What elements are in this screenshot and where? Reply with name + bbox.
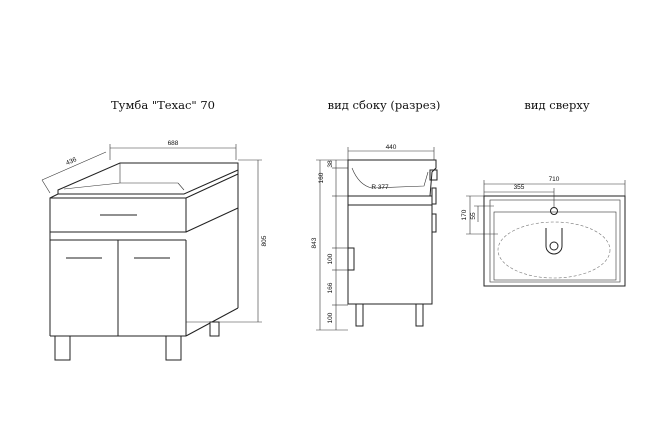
drawer-top-left (49, 193, 59, 199)
basin-height-label: 160 (318, 172, 325, 183)
drawer-front-edge (431, 187, 437, 205)
side-view-title: вид сбоку (разрез) (328, 98, 441, 112)
top-depth-label: 170 (461, 209, 468, 220)
rim-label: 38 (327, 160, 334, 168)
detail-label: R 377 (371, 184, 389, 191)
basin-section (347, 159, 437, 197)
drain-depth-label: 55 (470, 212, 477, 220)
door-front-edge (431, 213, 437, 233)
front-view-title: Тумба "Техас" 70 (111, 98, 215, 112)
front-left-leg (54, 335, 71, 361)
back-right-leg (209, 321, 220, 337)
top-outer-rect (483, 195, 626, 287)
drawer-front-label: 100 (327, 253, 334, 264)
door-gap-label: 166 (327, 282, 334, 293)
total-height-label: 843 (311, 237, 318, 248)
side-cabinet-body (347, 195, 433, 305)
faucet-hole (550, 207, 558, 215)
side-depth-label: 440 (386, 144, 397, 151)
countertop-rim (57, 162, 239, 195)
front-height-label: 805 (261, 235, 268, 246)
overflow-slot (545, 228, 563, 255)
side-drawer-box (348, 247, 355, 271)
basin-bowl-outline (497, 221, 611, 279)
basin-inner-front (63, 182, 121, 190)
drain-offset-label: 355 (514, 184, 525, 191)
front-view-cabinet: 688 436 805 (41, 140, 268, 361)
top-inner-rect (489, 199, 621, 283)
basin-front-lip (429, 169, 438, 181)
depth-dimension-tick (41, 179, 51, 194)
depth-dimension-line (41, 151, 107, 181)
front-right-leg (165, 335, 182, 361)
drawer-side-bottom (185, 207, 239, 233)
drain-hole (549, 241, 559, 251)
drawer-front (49, 197, 187, 233)
top-width-label: 710 (549, 176, 560, 183)
top-bowl-frame (493, 211, 617, 281)
top-view: 710 355 170 55 (461, 176, 626, 287)
side-view-section: 440 843 38 160 100 166 100 R 377 (311, 144, 438, 331)
basin-bowl-curve (351, 167, 429, 189)
front-depth-label: 436 (65, 156, 78, 167)
side-front-leg (415, 303, 424, 327)
front-width-label: 688 (168, 140, 179, 147)
top-view-title: вид сверху (524, 98, 589, 112)
legs-label: 100 (327, 312, 334, 323)
side-back-leg (355, 303, 364, 327)
basin-inner-corner (177, 182, 185, 191)
drawer-side-top (185, 173, 239, 199)
